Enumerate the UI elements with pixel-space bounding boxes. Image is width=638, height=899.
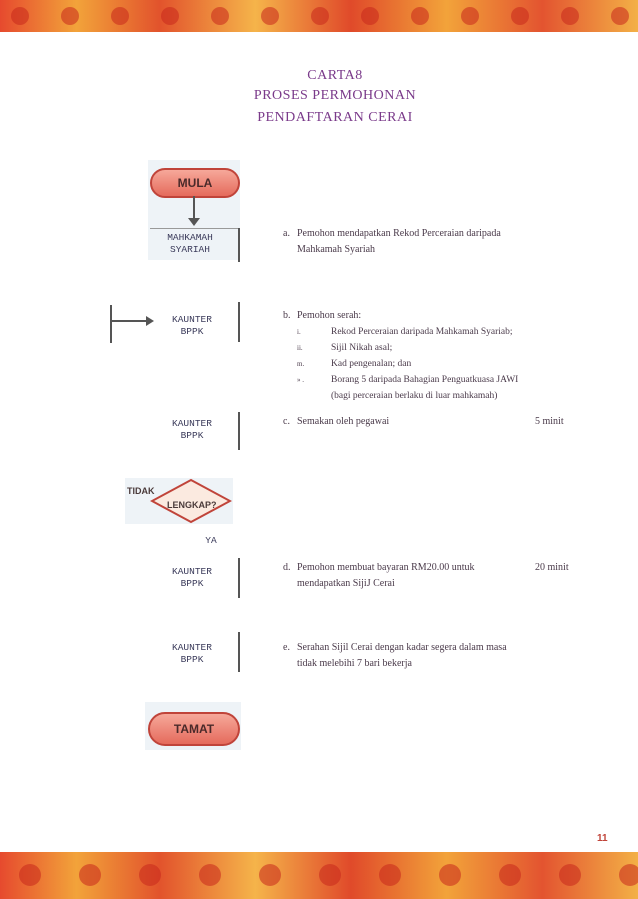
step-c-duration: 5 minit: [535, 416, 564, 427]
bottom-decorative-band: [0, 852, 638, 899]
start-terminal: MULA: [150, 168, 240, 198]
connector: [238, 632, 240, 672]
step-d: d.Pemohon membuat bayaran RM20.00 untuk …: [283, 560, 533, 592]
step-c: c.Semakan oleh pegawai: [283, 414, 533, 430]
connector: [193, 196, 195, 220]
chart-title-line2: PENDAFTARAN CERAI: [220, 110, 450, 126]
step-b-item: m.Kad pengenalan; dan: [297, 356, 411, 372]
step-b-item: » .Borang 5 daripada Bahagian Penguatkua…: [297, 372, 518, 388]
arrow-right-icon: [146, 316, 154, 326]
connector: [238, 302, 240, 342]
connector: [110, 320, 148, 322]
end-terminal: TAMAT: [148, 712, 240, 746]
page-number: 11: [597, 833, 608, 844]
connector: [238, 228, 240, 262]
decision-label: LENGKAP?: [167, 500, 217, 510]
yes-label: YA: [196, 535, 226, 547]
step-b-item: i.Rekod Perceraian daripada Mahkamah Sya…: [297, 324, 512, 340]
step-b-item: ii.Sijil Nikah asal;: [297, 340, 392, 356]
connector: [238, 558, 240, 598]
step-a: a.Pemohon mendapatkan Rekod Perceraian d…: [283, 226, 533, 258]
connector: [238, 412, 240, 450]
connector: [110, 305, 112, 343]
chart-title-line1: PROSES PERMOHONAN: [220, 88, 450, 104]
top-decorative-band: [0, 0, 638, 32]
step-b: b.Pemohon serah:: [283, 308, 533, 324]
step-d-duration: 20 minit: [535, 562, 569, 573]
step-e: e.Serahan Sijil Cerai dengan kadar seger…: [283, 640, 543, 672]
chart-number: CARTA8: [220, 68, 450, 84]
arrow-down-icon: [188, 218, 200, 226]
connector: [150, 228, 238, 229]
step-b-note: (bagi perceraian berlaku di luar mahkama…: [331, 388, 497, 404]
